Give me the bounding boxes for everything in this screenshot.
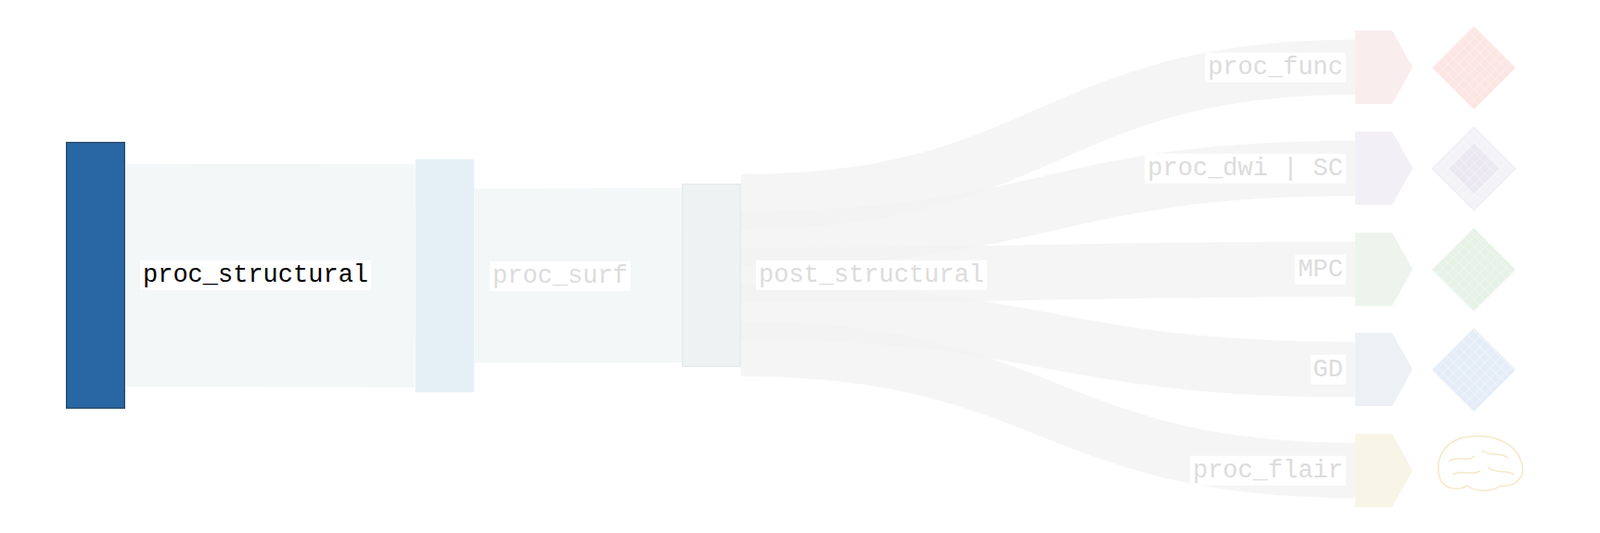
stage-label: proc_flair <box>1190 455 1346 486</box>
node-shape <box>1355 232 1413 307</box>
node-shape <box>414 158 475 394</box>
stage-label: post_structural <box>755 260 987 291</box>
func-icon <box>1432 25 1516 110</box>
stage-label: MPC <box>1294 254 1346 284</box>
brain-icon <box>1438 435 1524 491</box>
mpc-icon <box>1432 228 1516 312</box>
output-arrow-box: GD <box>1355 332 1413 407</box>
flow-band <box>741 348 1356 471</box>
stage-bar: proc_surf <box>414 158 475 394</box>
stage-label: proc_func <box>1204 51 1346 82</box>
stage-label: proc_surf <box>489 260 631 291</box>
stage-label: proc_structural <box>140 260 372 291</box>
stage-label: proc_dwi | SC <box>1144 153 1346 183</box>
node-shape <box>1355 332 1413 407</box>
stage-bar: post_structural <box>681 183 742 368</box>
output-arrow-box: proc_dwi | SC <box>1355 131 1413 205</box>
flow-band <box>474 188 682 364</box>
dwi-icon <box>1432 127 1516 211</box>
output-arrow-box: MPC <box>1355 232 1413 307</box>
stage-bar: proc_structural <box>65 141 126 410</box>
gd-icon <box>1432 328 1516 412</box>
output-arrow-box: proc_func <box>1355 30 1413 104</box>
output-arrow-box: proc_flair <box>1355 434 1413 508</box>
node-shape <box>1355 434 1413 508</box>
node-shape <box>65 141 126 410</box>
node-shape <box>1355 131 1413 205</box>
stage-label: GD <box>1310 354 1346 384</box>
node-shape <box>1355 30 1413 104</box>
node-shape <box>681 183 742 368</box>
flow-band <box>125 164 415 388</box>
